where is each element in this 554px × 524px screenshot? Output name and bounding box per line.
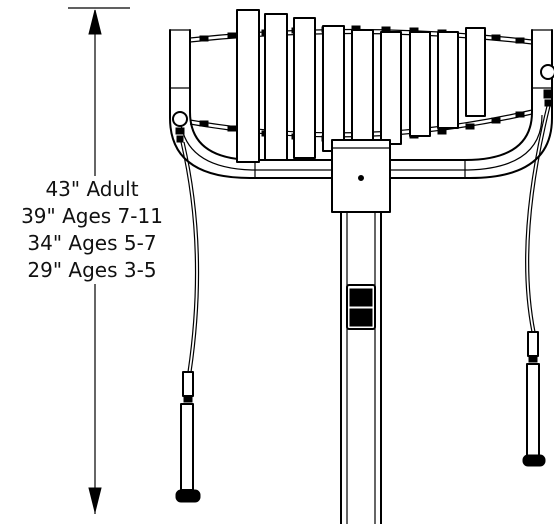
instruction-placard [346,284,376,330]
center-post [340,204,382,524]
bar-7 [409,31,431,137]
label-adult: 43" Adult [45,177,139,201]
label-ages-5-7: 34" Ages 5-7 [27,231,157,255]
bar-4 [322,25,345,152]
bar-3 [293,17,316,159]
height-labels: 43" Adult 39" Ages 7-11 34" Ages 5-7 29"… [2,176,182,284]
bar-6 [380,31,402,145]
xylophone-bars [236,9,486,163]
bar-5 [351,29,374,151]
right-mallet [522,64,554,467]
label-ages-7-11: 39" Ages 7-11 [21,204,163,228]
label-ages-3-5: 29" Ages 3-5 [27,258,157,282]
bar-8 [437,31,459,129]
bar-9 [465,27,486,117]
bar-1 [236,9,260,163]
center-hub [331,139,391,213]
bar-2 [264,13,288,161]
left-mallet [172,111,201,503]
